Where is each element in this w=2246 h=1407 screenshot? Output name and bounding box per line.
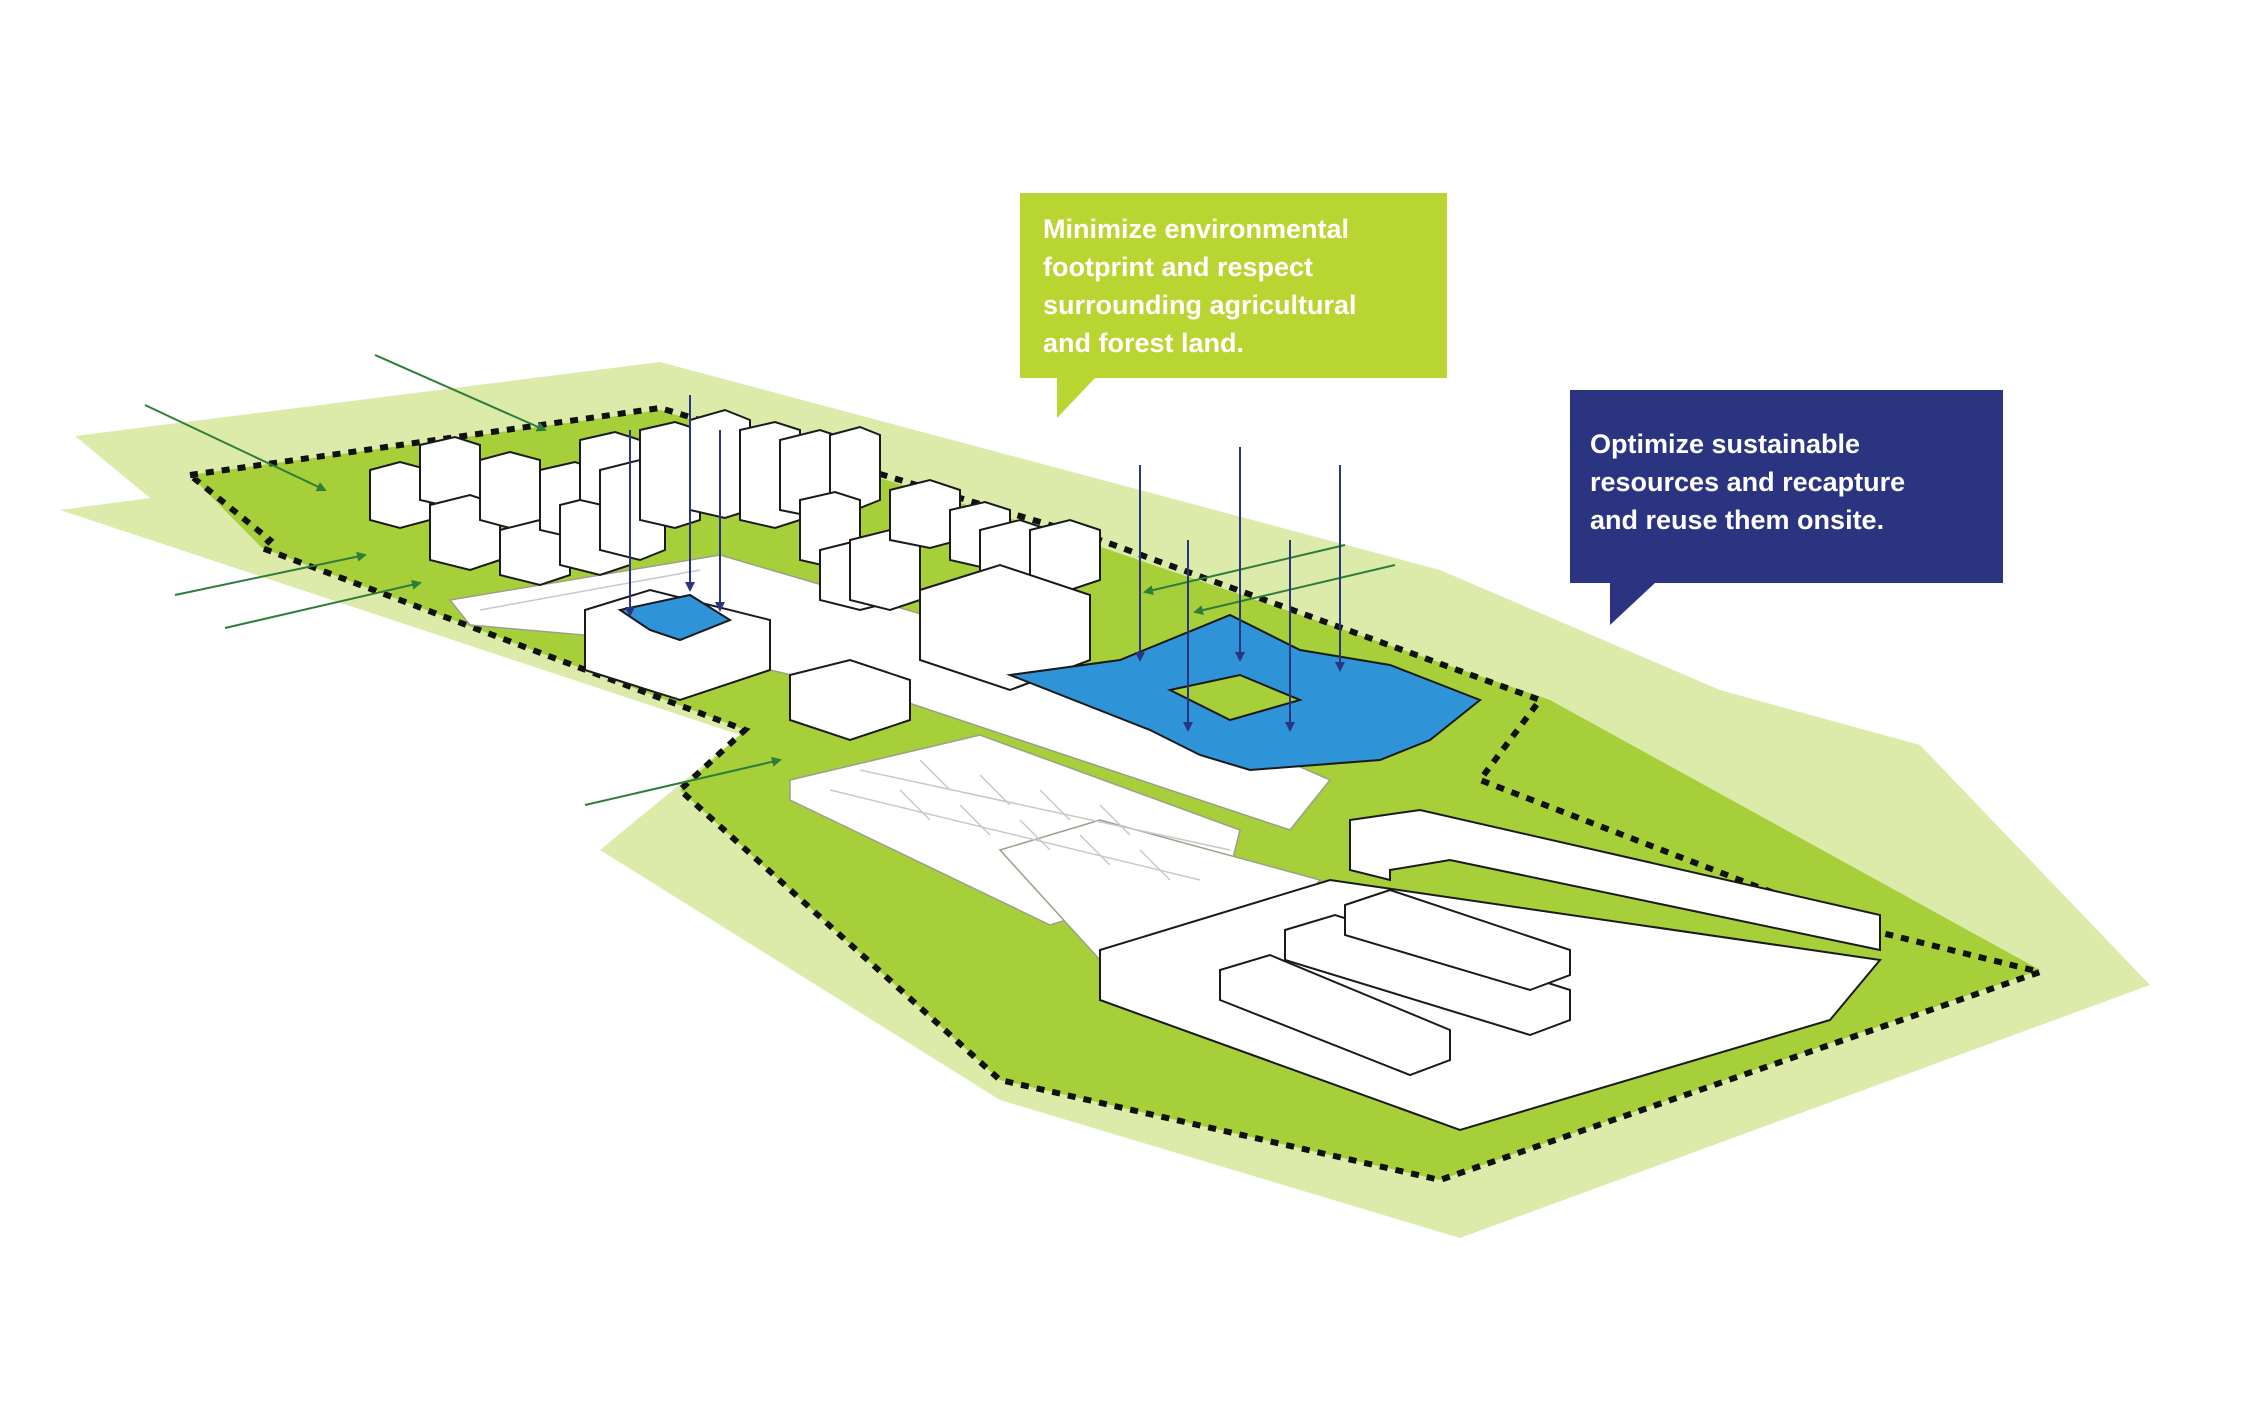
resources-callout-line: and reuse them onsite. xyxy=(1590,505,1885,535)
arrow-right-icon xyxy=(224,579,422,629)
roof-courtyard xyxy=(1167,673,1304,722)
environment-callout-line: footprint and respect xyxy=(1043,252,1314,282)
parking-lines xyxy=(479,569,1231,881)
environment-callout-line: Minimize environmental xyxy=(1043,214,1350,244)
environment-callout-text: Minimize environmental footprint and res… xyxy=(1043,210,1443,362)
arrow-right-icon xyxy=(174,551,367,596)
environment-callout-line: and forest land. xyxy=(1043,328,1245,358)
rain-arrows xyxy=(625,395,1345,732)
greenhouse-rows xyxy=(1219,888,1571,1077)
blue-roof-small xyxy=(617,593,733,642)
resources-callout-line: resources and recapture xyxy=(1590,467,1906,497)
resources-callout-text: Optimize sustainable resources and recap… xyxy=(1590,425,1990,539)
arrow-right-icon xyxy=(144,404,327,492)
arrow-right-icon xyxy=(1193,564,1396,616)
environment-callout-box xyxy=(1020,193,1447,418)
resources-callout-line: Optimize sustainable xyxy=(1590,429,1861,459)
wind-arrows xyxy=(144,354,1396,806)
resources-callout-box xyxy=(1570,390,2003,625)
arrow-right-icon xyxy=(374,354,547,432)
residential-blocks xyxy=(369,408,1101,612)
site-boundary xyxy=(188,404,2051,1184)
environment-callout-line: surrounding agricultural xyxy=(1043,290,1357,320)
arrow-right-icon xyxy=(1143,544,1346,596)
arrow-right-icon xyxy=(584,756,782,806)
